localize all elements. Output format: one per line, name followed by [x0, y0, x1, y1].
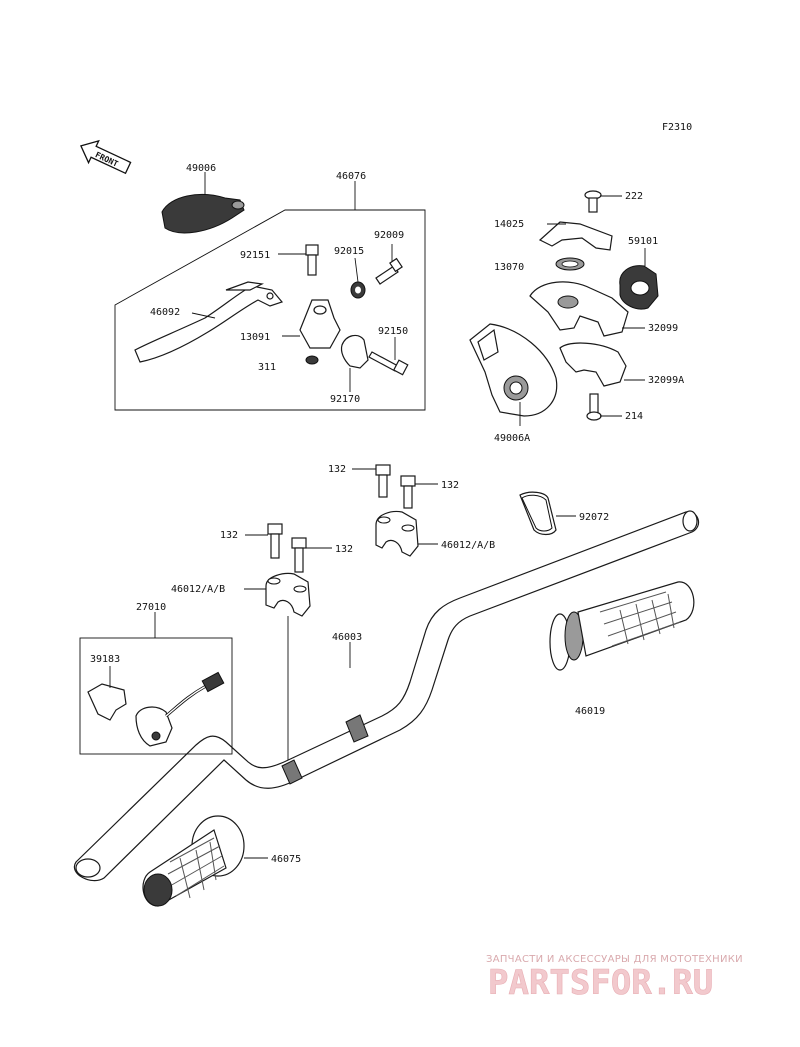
ring-13070 — [555, 257, 585, 271]
handlebar-holder-46012-upper — [375, 510, 438, 557]
label-311: 311 — [258, 362, 276, 373]
label-46003: 46003 — [332, 632, 362, 643]
cover-14025 — [538, 221, 613, 251]
lever-holder-13091 — [282, 299, 341, 349]
bolt-132-lower-left — [245, 523, 283, 559]
label-132-c: 132 — [220, 530, 238, 541]
label-27010: 27010 — [136, 602, 166, 613]
throttle-pulley-59101 — [619, 248, 659, 310]
label-49006a: 49006A — [494, 433, 530, 444]
watermark-brand: PARTSFOR.RU — [488, 963, 713, 1003]
throttle-case-32099 — [529, 281, 645, 337]
label-49006: 49006 — [186, 163, 216, 174]
bolt-92150 — [368, 337, 409, 376]
bolt-92151 — [278, 244, 319, 276]
adjuster-screw-92009 — [375, 244, 403, 285]
label-46019: 46019 — [575, 706, 605, 717]
label-59101: 59101 — [628, 236, 658, 247]
label-13091: 13091 — [240, 332, 270, 343]
throttle-cover-49006a — [469, 323, 558, 426]
label-92009: 92009 — [374, 230, 404, 241]
right-grip-46019 — [549, 581, 695, 671]
bolt-132-upper-left — [352, 464, 391, 498]
label-32099a: 32099A — [648, 375, 684, 386]
label-222: 222 — [625, 191, 643, 202]
label-39183: 39183 — [90, 654, 120, 665]
screw-222 — [584, 190, 622, 213]
front-arrow-icon: FRONT — [80, 139, 132, 175]
label-32099: 32099 — [648, 323, 678, 334]
watermark-tagline: ЗАПЧАСТИ И АКСЕССУАРЫ ДЛЯ МОТОТЕХНИКИ — [486, 954, 743, 965]
screw-214 — [586, 393, 622, 421]
switch-clamp-39183 — [87, 666, 127, 721]
label-14025: 14025 — [494, 219, 524, 230]
clutch-lever-46092 — [134, 281, 284, 363]
washer-311 — [305, 355, 319, 365]
lever-cover-49006 — [161, 172, 245, 234]
left-grip-46075 — [142, 815, 268, 907]
label-92072: 92072 — [579, 512, 609, 523]
label-13070: 13070 — [494, 262, 524, 273]
label-132-a: 132 — [328, 464, 346, 475]
label-46075: 46075 — [271, 854, 301, 865]
lever-assembly-box — [114, 209, 426, 411]
label-132-d: 132 — [335, 544, 353, 555]
label-92015: 92015 — [334, 246, 364, 257]
clamp-92170 — [340, 334, 369, 392]
handlebar-46003 — [73, 510, 700, 882]
engine-stop-switch-27010 — [135, 671, 225, 747]
throttle-case-32099a — [559, 342, 645, 387]
band-92072 — [519, 491, 576, 536]
label-214: 214 — [625, 411, 643, 422]
label-46012-upper: 46012/A/B — [441, 540, 495, 551]
switch-assembly-box — [79, 637, 233, 755]
label-46092: 46092 — [150, 307, 180, 318]
label-132-b: 132 — [441, 480, 459, 491]
handlebar-holder-46012-lower — [244, 572, 311, 760]
label-92170: 92170 — [330, 394, 360, 405]
bolt-132-upper-right — [400, 475, 438, 509]
label-46012-lower: 46012/A/B — [171, 584, 225, 595]
label-92150: 92150 — [378, 326, 408, 337]
nut-92015 — [350, 257, 366, 299]
label-92151: 92151 — [240, 250, 270, 261]
diagram-code: F2310 — [662, 122, 692, 133]
bolt-132-lower-right — [291, 537, 332, 573]
label-46076: 46076 — [336, 171, 366, 182]
